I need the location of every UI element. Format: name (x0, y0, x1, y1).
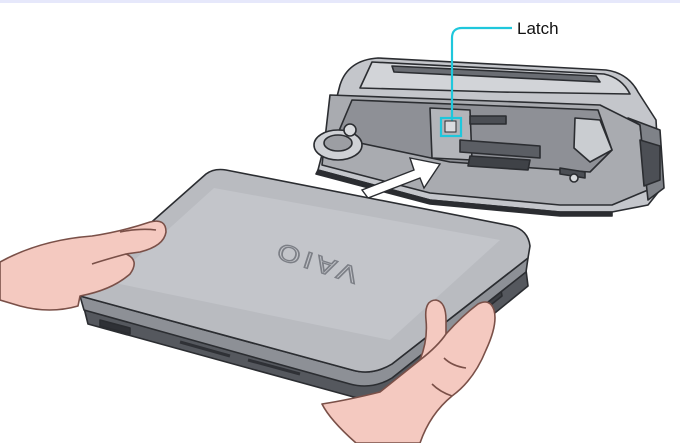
top-band (0, 0, 680, 3)
latch-label: Latch (517, 19, 559, 38)
